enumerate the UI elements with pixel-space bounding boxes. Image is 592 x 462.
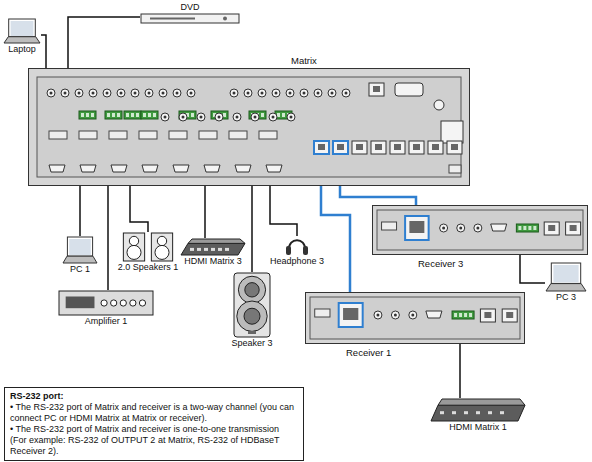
device-label: Matrix (291, 55, 317, 66)
note-heading: RS-232 port: (10, 391, 298, 402)
laptop-device (3, 18, 41, 44)
device-label: Receiver 3 (418, 258, 463, 269)
cable-line (130, 186, 148, 232)
amplifier-device (58, 290, 154, 316)
cable-line (107, 186, 109, 290)
cable-line (251, 186, 253, 272)
device-label: HDMI Matrix 3 (180, 256, 246, 267)
device-label: HDMI Matrix 1 (430, 422, 526, 433)
device-label: Speaker 3 (229, 338, 275, 349)
device-label: Receiver 1 (346, 347, 391, 358)
cable-line (204, 186, 206, 238)
device-label: DVD (140, 2, 240, 13)
rear-panel: Matrix (28, 68, 470, 186)
rear-panel: Receiver 3 (372, 205, 588, 255)
cable-line (270, 186, 297, 236)
device-label: Amplifier 1 (58, 316, 154, 327)
hdmi-matrix-device (180, 238, 246, 256)
audio-cable (80, 186, 81, 236)
audio-cable (520, 255, 545, 283)
device-node: Laptop (3, 18, 41, 55)
laptop-device (545, 262, 587, 292)
device-node: HDMI Matrix 3 (180, 238, 246, 267)
device-label: 2.0 Speakers 1 (116, 262, 181, 273)
cable-line (459, 344, 461, 398)
device-label: Laptop (3, 44, 41, 55)
device-label: PC 3 (545, 292, 587, 303)
device-label: PC 1 (62, 264, 98, 275)
note-bullet: • The RS-232 port of Matrix and receiver… (10, 424, 298, 457)
device-node: Amplifier 1 (58, 290, 154, 327)
device-node: DVD (140, 2, 240, 24)
audio-cable (108, 186, 109, 290)
dvd-player (140, 13, 240, 24)
hdbaset-cable (340, 186, 416, 205)
speaker-device (232, 272, 272, 338)
laptop-device (62, 236, 98, 264)
audio-cable (68, 17, 140, 68)
audio-cable (270, 186, 297, 236)
matrix-panel (29, 69, 469, 185)
note-bullet: • The RS-232 port of Matrix and receiver… (10, 402, 298, 424)
hdmi-matrix-device (430, 398, 526, 422)
cable-line (340, 186, 416, 205)
cable-line (41, 35, 46, 68)
note-box: RS-232 port:• The RS-232 port of Matrix … (4, 387, 304, 461)
headphone-device (272, 236, 322, 256)
cable-line (79, 186, 81, 236)
receiver-panel (306, 293, 524, 343)
rear-panel: Receiver 1 (305, 292, 525, 344)
audio-cable (41, 35, 46, 68)
device-node: 2.0 Speakers 1 (116, 232, 181, 273)
audio-cable (460, 344, 461, 398)
device-label: Headphone 3 (268, 256, 327, 267)
device-node: PC 1 (62, 236, 98, 275)
device-node: PC 3 (545, 262, 587, 303)
cable-line (520, 255, 545, 283)
device-node: Speaker 3 (229, 272, 275, 349)
device-node: HDMI Matrix 1 (430, 398, 526, 433)
receiver-panel (373, 206, 587, 254)
speaker-pair (120, 232, 176, 262)
hdbaset-cable (321, 186, 350, 292)
audio-cable (130, 186, 148, 232)
device-node: Headphone 3 (268, 236, 327, 267)
audio-cable (252, 186, 253, 272)
cable-line (68, 17, 140, 68)
cable-line (321, 186, 350, 292)
audio-cable (205, 186, 206, 238)
